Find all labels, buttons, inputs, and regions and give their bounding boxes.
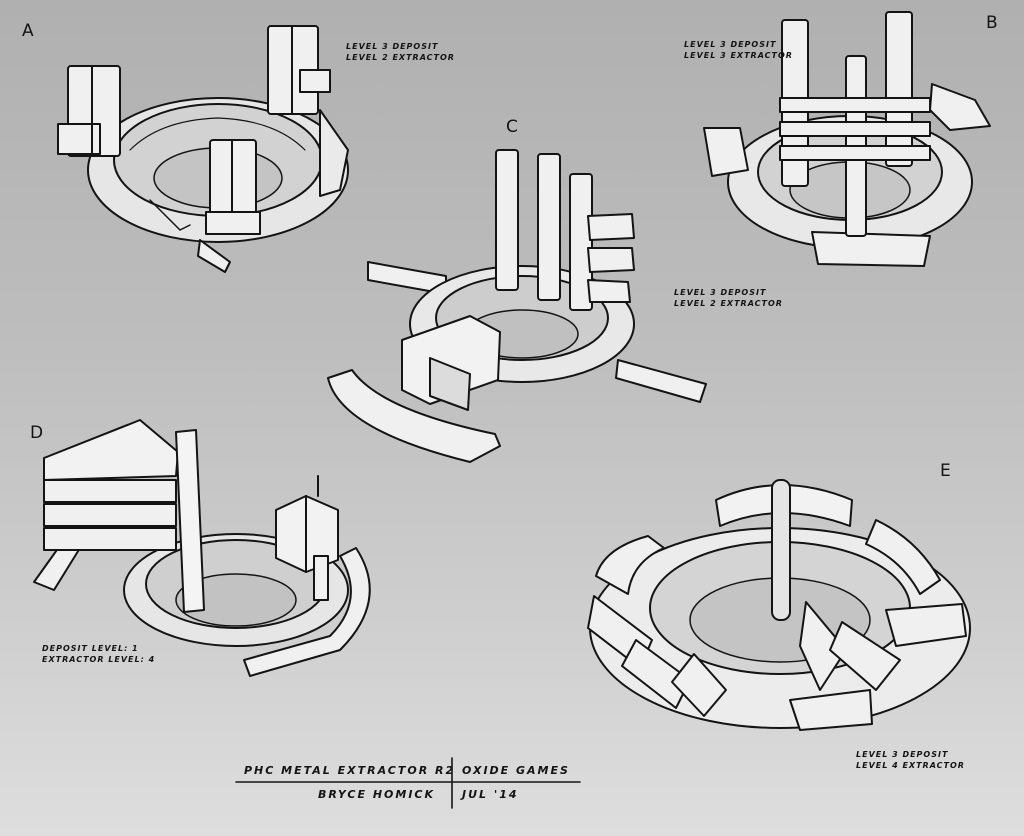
sketch-a-notes: Level 3 Deposit Level 2 Extractor xyxy=(346,42,455,64)
sketch-e-drawing xyxy=(587,479,971,731)
sketch-d-note: Deposit Level: 1 xyxy=(42,644,139,653)
sketch-a-drawing xyxy=(57,25,349,273)
sketch-b-drawing xyxy=(703,11,991,267)
sketch-d-notes: Deposit Level: 1 Extractor Level: 4 xyxy=(42,644,155,666)
sketch-c-note: Level 2 Extractor xyxy=(674,298,783,308)
sketch-e-letter: E xyxy=(940,461,952,481)
sketch-c-letter: C xyxy=(506,117,519,137)
title-block-studio: Oxide Games xyxy=(462,764,570,777)
sketch-b-notes: Level 3 Deposit Level 3 Extractor xyxy=(684,40,793,62)
sketch-a-note: Level 2 Extractor xyxy=(346,52,455,62)
sketch-b-letter: B xyxy=(986,13,999,33)
title-block-rules xyxy=(235,757,581,809)
sketch-c-drawing xyxy=(327,149,707,463)
title-block-project: PHC Metal Extractor R2 xyxy=(244,764,456,777)
sketch-b-note: Level 3 Deposit xyxy=(684,40,777,49)
sketch-e-note: Level 3 Deposit xyxy=(856,750,949,759)
sketch-a-note: Level 3 Deposit xyxy=(346,42,439,51)
sketch-a-letter: A xyxy=(22,21,35,41)
title-block-artist: Bryce Homick xyxy=(318,788,436,801)
title-block-date: Jul '14 xyxy=(462,788,519,801)
sketch-e-notes: Level 3 Deposit Level 4 Extractor xyxy=(856,750,965,772)
sketch-b-note: Level 3 Extractor xyxy=(684,50,793,60)
sketch-d-note: Extractor Level: 4 xyxy=(42,654,156,664)
sketch-c-notes: Level 3 Deposit Level 2 Extractor xyxy=(674,288,783,310)
sketch-d-drawing xyxy=(33,419,371,677)
sketch-c-note: Level 3 Deposit xyxy=(674,288,767,297)
sketch-e-note: Level 4 Extractor xyxy=(856,760,965,770)
sketch-d-letter: D xyxy=(30,423,45,443)
